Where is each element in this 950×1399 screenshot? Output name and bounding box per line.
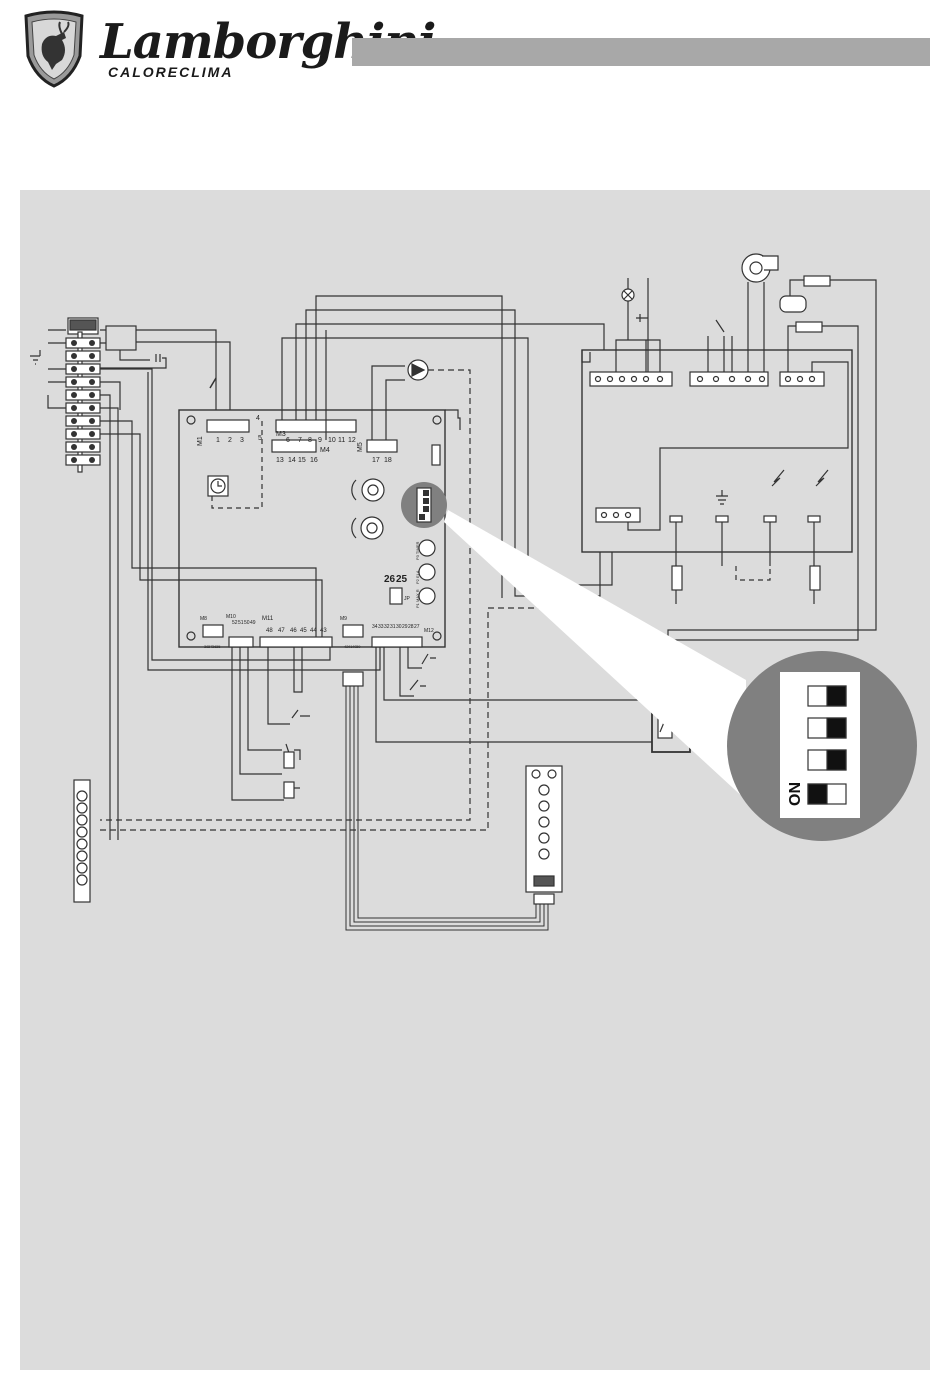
m11-connector [260,637,332,647]
trimmer-p1-icon [419,588,435,604]
label-m12-34: 34 [372,624,378,630]
pressure-switch-icon [780,296,806,312]
label-m9-39: 39 [356,644,361,649]
m10-connector [229,637,253,647]
label-m10-50: 50 [244,620,250,626]
label-m4-11: 11 [338,437,345,444]
label-m11: M11 [262,616,274,622]
label-pin5: 5 [258,435,262,442]
label-m11-44: 44 [310,628,317,634]
label-m3: M3 [276,431,286,438]
power-terminal-block [30,318,100,472]
label-m1-pin1: 1 [216,437,220,444]
callout-cone [444,510,746,800]
label-m11-43: 43 [320,628,327,634]
label-m10-49: 49 [250,620,256,626]
label-pin4: 4 [256,415,260,422]
ground-icon [30,356,40,364]
label-m12-30: 30 [396,624,402,630]
label-m4: M4 [320,447,330,454]
label-m10-51: 51 [238,620,244,626]
label-m12-31: 31 [390,624,396,630]
label-m4-9: 9 [318,437,322,444]
fuse-box [106,326,136,350]
label-pot-p2: P2 ELA [415,570,420,584]
label-m4-10: 10 [328,437,336,444]
label-m4-8: 8 [308,437,312,444]
label-m12-29: 29 [402,624,408,630]
m1-connector [207,420,249,432]
label-m1: M1 [197,436,204,446]
label-m4-15: 15 [298,457,306,464]
m4-connector [276,420,356,432]
label-m4-16: 16 [310,457,318,464]
m9-connector [343,625,363,637]
label-m12: M12 [424,628,434,634]
label-m5-18: 18 [384,457,392,464]
label-jumper-26: 26 [384,574,396,585]
label-m11-45: 45 [300,628,307,634]
label-m5: M5 [357,442,364,452]
potentiometer-2-icon [361,517,383,539]
label-m4-12: 12 [348,437,356,444]
label-pot-p3: P3 TIMER [415,542,420,560]
dip-switch-callout: ON [727,651,917,841]
label-m10-52: 52 [232,620,238,626]
label-m1-pin3: 3 [240,437,244,444]
label-m8: M8 [200,616,207,622]
trimmer-p3-icon [419,540,435,556]
ribbon-connector [343,672,363,686]
label-m4-6: 6 [286,437,290,444]
label-m11-47: 47 [278,628,285,634]
label-m4-7: 7 [298,437,302,444]
potentiometer-1-icon [362,479,384,501]
jumper-jp [390,588,402,604]
label-m12-33: 33 [378,624,384,630]
m5-connector [367,440,397,452]
label-jp: JP [404,596,411,602]
label-m11-48: 48 [266,628,273,634]
label-jumper-25: 25 [396,574,408,585]
label-m12-32: 32 [384,624,390,630]
trimmer-p2-icon [419,564,435,580]
label-m4-13: 13 [276,457,284,464]
label-pot-p1: P1 MAX R [415,589,420,608]
label-m9: M9 [340,616,347,622]
label-m5-17: 17 [372,457,380,464]
label-m4-14: 14 [288,457,296,464]
dip-on-label: ON [787,782,804,806]
m8-connector [203,625,223,637]
label-m11-46: 46 [290,628,297,634]
label-m12-28: 28 [408,624,414,630]
label-m1-pin2: 2 [228,437,232,444]
m12-connector [372,637,422,647]
label-m12-27: 27 [414,624,420,630]
label-m8-35: 35 [216,644,221,649]
label-m10: M10 [226,614,236,620]
